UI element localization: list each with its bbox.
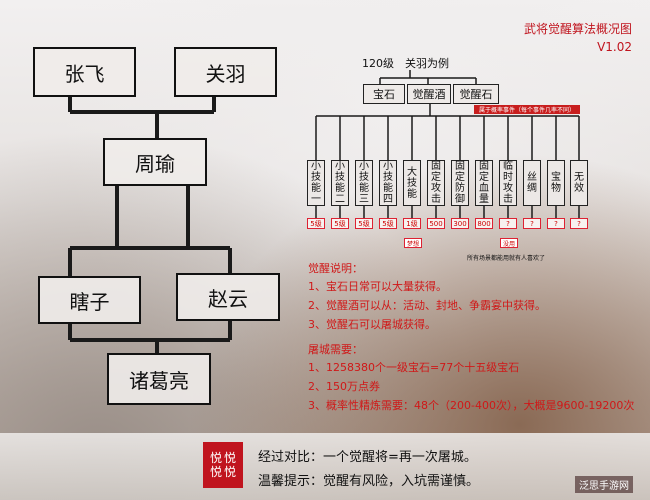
hero-zhangfei: 张飞 [33,47,136,97]
value-invalid: ? [570,218,588,229]
category-big-skill: 大技能 [403,160,421,206]
bottom-band [0,433,650,500]
hero-guanyu: 关羽 [174,47,277,97]
red-seal-logo: 悦悦 悦悦 [203,442,243,488]
value-silk: ? [523,218,541,229]
value-small-skill-1: 5级 [307,218,325,229]
value-treasure: ? [547,218,565,229]
siege-title: 屠城需要： [308,343,363,356]
example-note: 所有场景都能用就有人喜欢了 [467,255,546,262]
category-fixed-attack: 固定攻击 [427,160,445,206]
awaken-title: 觉醒说明： [308,262,363,275]
chart-title: 武将觉醒算法概况图 [523,22,632,36]
hero-zhugeliang: 诸葛亮 [107,353,211,405]
awaken-item-3: 3、觉醒石可以屠城获得。 [308,318,436,331]
value-temp-attack: ? [499,218,517,229]
siege-item-2: 2、150万点券 [308,380,380,393]
value-fixed-attack: 500 [427,218,445,229]
category-small-skill-4: 小技能四 [379,160,397,206]
value-small-skill-2: 5级 [331,218,349,229]
material-gem: 宝石 [363,84,405,104]
version-label: V1.02 [597,40,632,54]
value-small-skill-3: 5级 [355,218,373,229]
hero-zhaoyun: 赵云 [176,273,280,321]
probability-event-bar: 属于概率事件（每个事件几率不同） [474,105,580,114]
category-silk: 丝绸 [523,160,541,206]
hero-xiazi: 瞎子 [38,276,141,324]
category-temp-attack: 临时攻击 [499,160,517,206]
warning-line: 温馨提示：觉醒有风险，入坑需谨慎。 [258,474,480,489]
material-awaken-wine: 觉醒酒 [407,84,451,104]
tag-useless: 没用 [500,238,518,248]
category-fixed-defense: 固定防御 [451,160,469,206]
value-big-skill: 1级 [403,218,421,229]
example-caption: 120级 关羽为例 [362,57,449,70]
hero-zhouyu: 周瑜 [103,138,207,186]
value-fixed-defense: 300 [451,218,469,229]
value-small-skill-4: 5级 [379,218,397,229]
category-invalid: 无效 [570,160,588,206]
awaken-item-1: 1、宝石日常可以大量获得。 [308,280,447,293]
category-small-skill-2: 小技能二 [331,160,349,206]
awaken-item-2: 2、觉醒酒可以从：活动、封地、争霸宴中获得。 [308,299,546,312]
category-small-skill-3: 小技能三 [355,160,373,206]
value-fixed-hp: 800 [475,218,493,229]
category-fixed-hp: 固定血量 [475,160,493,206]
tag-dream: 梦想 [404,238,422,248]
watermark: 泛思手游网 [575,476,633,493]
siege-item-1: 1、1258380个一级宝石=77个十五级宝石 [308,361,520,374]
material-awaken-stone: 觉醒石 [453,84,499,104]
siege-item-3: 3、概率性精炼需要：48个（200-400次），大概是9600-19200次 [308,399,635,412]
category-treasure: 宝物 [547,160,565,206]
category-small-skill-1: 小技能一 [307,160,325,206]
comparison-line: 经过对比：一个觉醒将=再一次屠城。 [258,450,477,465]
